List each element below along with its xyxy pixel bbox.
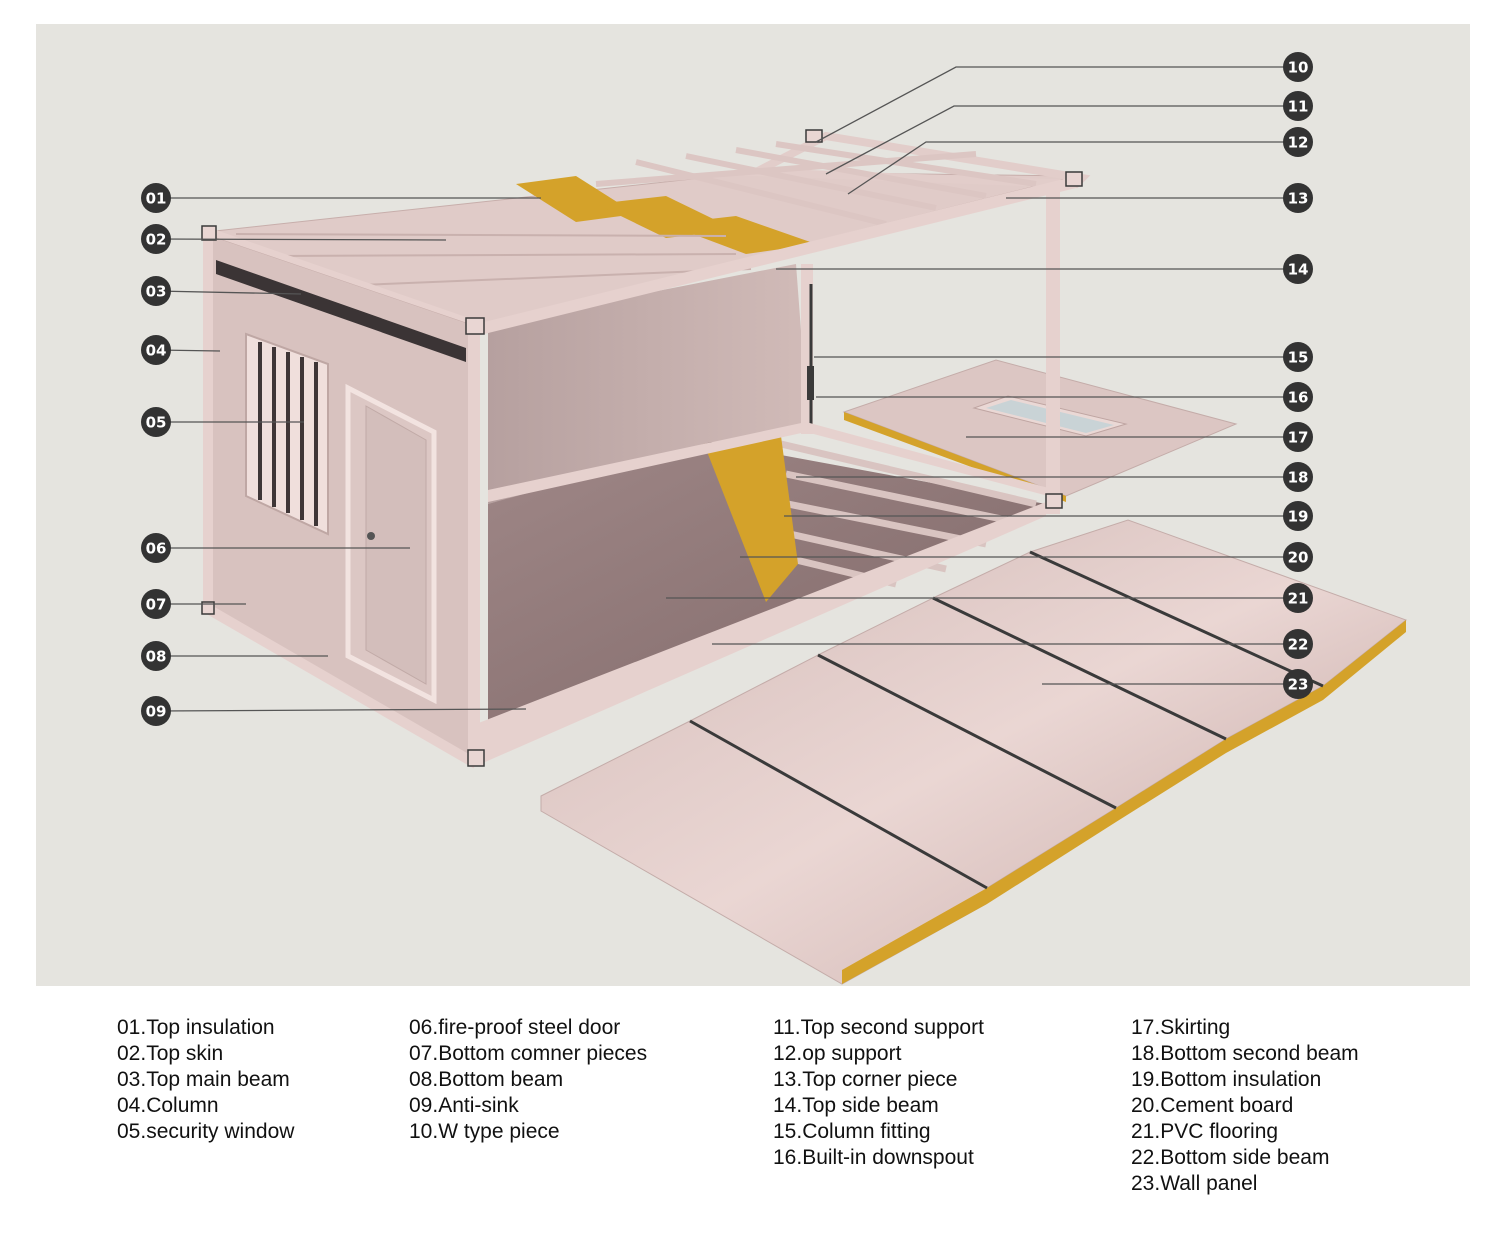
- legend-item: 20.Cement board: [1131, 1094, 1294, 1117]
- svg-text:19: 19: [1288, 508, 1309, 526]
- legend-item: 07.Bottom comner pieces: [409, 1042, 648, 1065]
- callout-badges: 01 02 03 04 05 06 07 08 09 10 11 12 13 1…: [141, 52, 1313, 726]
- svg-text:22: 22: [1288, 636, 1309, 654]
- legend-item: 01.Top insulation: [117, 1016, 275, 1039]
- legend-item: 09.Anti-sink: [409, 1094, 519, 1117]
- svg-text:18: 18: [1288, 469, 1309, 487]
- legend-item: 03.Top main beam: [117, 1068, 290, 1091]
- legend-item: 12.op support: [773, 1042, 902, 1065]
- callout-badge-03: 03: [141, 276, 171, 306]
- callout-badge-12: 12: [1283, 127, 1313, 157]
- callout-badge-16: 16: [1283, 382, 1313, 412]
- legend-item: 11.Top second support: [773, 1016, 984, 1039]
- svg-text:10: 10: [1288, 59, 1309, 77]
- svg-text:04: 04: [146, 342, 167, 360]
- callout-badge-14: 14: [1283, 254, 1313, 284]
- legend-item: 21.PVC flooring: [1131, 1120, 1279, 1143]
- callout-badge-21: 21: [1283, 583, 1313, 613]
- wall-panel-3-edge: [1116, 739, 1226, 822]
- callout-badge-20: 20: [1283, 542, 1313, 572]
- callout-badge-10: 10: [1283, 52, 1313, 82]
- container-house-figure: 01 02 03 04 05 06 07 08 09 10 11 12 13 1…: [36, 24, 1470, 986]
- callout-badge-02: 02: [141, 224, 171, 254]
- callout-badge-05: 05: [141, 407, 171, 437]
- legend-item: 22.Bottom side beam: [1131, 1146, 1330, 1169]
- callout-badge-15: 15: [1283, 342, 1313, 372]
- legend-column-3: 11.Top second support 12.op support 13.T…: [773, 1015, 984, 1171]
- legend-item: 17.Skirting: [1131, 1016, 1231, 1039]
- legend-item: 06.fire-proof steel door: [409, 1016, 621, 1039]
- svg-text:13: 13: [1288, 190, 1309, 208]
- svg-text:11: 11: [1288, 98, 1309, 116]
- svg-text:15: 15: [1288, 349, 1309, 367]
- callout-badge-01: 01: [141, 183, 171, 213]
- wall-panel-2-edge: [987, 808, 1116, 904]
- wall-panel-1-edge: [842, 888, 987, 984]
- legend-item: 08.Bottom beam: [409, 1068, 564, 1091]
- callout-badge-18: 18: [1283, 462, 1313, 492]
- legend-item: 04.Column: [117, 1094, 219, 1117]
- svg-text:03: 03: [146, 283, 167, 301]
- legend-column-1: 01.Top insulation 02.Top skin 03.Top mai…: [117, 1015, 294, 1145]
- svg-text:07: 07: [146, 596, 167, 614]
- callout-badge-08: 08: [141, 641, 171, 671]
- wall-panel-5-edge: [1323, 620, 1406, 700]
- callout-badge-22: 22: [1283, 629, 1313, 659]
- callout-badge-09: 09: [141, 696, 171, 726]
- callout-badge-23: 23: [1283, 669, 1313, 699]
- exploded-diagram: 01 02 03 04 05 06 07 08 09 10 11 12 13 1…: [141, 52, 1408, 985]
- legend-item: 19.Bottom insulation: [1131, 1068, 1322, 1091]
- leader-lines: [155, 66, 1298, 712]
- legend-item: 10.W type piece: [409, 1120, 560, 1143]
- legend-column-2: 06.fire-proof steel door 07.Bottom comne…: [409, 1015, 647, 1145]
- svg-text:14: 14: [1288, 261, 1309, 279]
- legend-item: 14.Top side beam: [773, 1094, 939, 1117]
- legend-item: 18.Bottom second beam: [1131, 1042, 1359, 1065]
- svg-text:01: 01: [146, 190, 167, 208]
- svg-text:20: 20: [1288, 549, 1309, 567]
- container-box: [201, 129, 1091, 769]
- callout-badge-19: 19: [1283, 501, 1313, 531]
- svg-text:16: 16: [1288, 389, 1309, 407]
- legend-item: 23.Wall panel: [1131, 1172, 1258, 1195]
- svg-text:05: 05: [146, 414, 167, 432]
- callout-badge-17: 17: [1283, 422, 1313, 452]
- svg-text:23: 23: [1288, 676, 1309, 694]
- svg-text:02: 02: [146, 231, 167, 249]
- wall-panel-4-edge: [1226, 686, 1323, 753]
- svg-text:21: 21: [1288, 590, 1309, 608]
- callout-badge-13: 13: [1283, 183, 1313, 213]
- legend-item: 05.security window: [117, 1120, 295, 1143]
- legend-column-4: 17.Skirting 18.Bottom second beam 19.Bot…: [1131, 1015, 1359, 1197]
- legend-item: 02.Top skin: [117, 1042, 224, 1065]
- callout-badge-04: 04: [141, 335, 171, 365]
- legend-item: 15.Column fitting: [773, 1120, 931, 1143]
- svg-text:08: 08: [146, 648, 167, 666]
- legend-item: 16.Built-in downspout: [773, 1146, 974, 1169]
- legend-item: 13.Top corner piece: [773, 1068, 958, 1091]
- svg-text:12: 12: [1288, 134, 1309, 152]
- svg-text:17: 17: [1288, 429, 1309, 447]
- svg-text:06: 06: [146, 540, 167, 558]
- callout-badge-07: 07: [141, 589, 171, 619]
- callout-badge-06: 06: [141, 533, 171, 563]
- svg-text:09: 09: [146, 703, 167, 721]
- callout-badge-11: 11: [1283, 91, 1313, 121]
